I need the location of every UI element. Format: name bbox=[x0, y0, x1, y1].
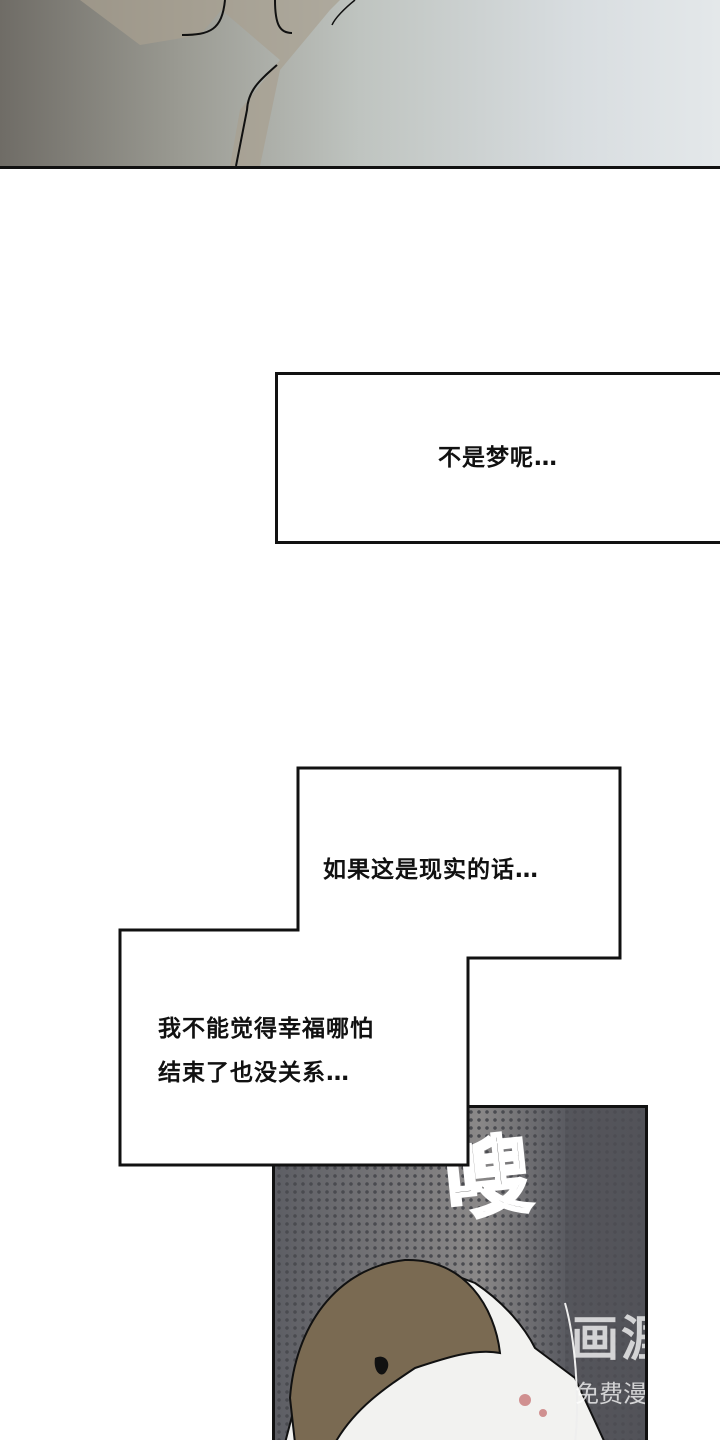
top-comic-panel bbox=[0, 0, 720, 169]
sound-effect-text: 嗖 bbox=[439, 1123, 538, 1234]
figure-lineart bbox=[80, 0, 356, 167]
caption-text-3-line1: 我不能觉得幸福哪怕 bbox=[158, 1016, 374, 1042]
caption-text-2: 如果这是现实的话… bbox=[323, 857, 539, 883]
watermark-tagline: 免费漫画 bbox=[575, 1380, 647, 1408]
bottom-comic-panel: 嗖 画涯 免费漫画 bbox=[272, 1105, 648, 1440]
caption-text-1: 不是梦呢… bbox=[438, 445, 558, 471]
caption-box-1 bbox=[275, 372, 720, 544]
watermark-brand: 画涯 bbox=[571, 1311, 645, 1367]
caption-text-3-line2: 结束了也没关系… bbox=[158, 1060, 350, 1086]
